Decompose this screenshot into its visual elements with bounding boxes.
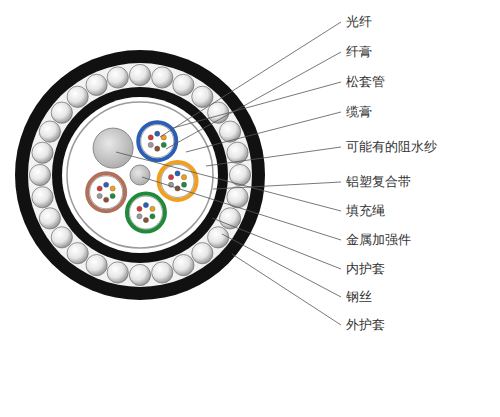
steel-wire	[219, 208, 240, 229]
fibre	[104, 197, 109, 202]
steel-wires	[29, 64, 250, 285]
part-label: 缆膏	[345, 104, 373, 120]
part-label: 铝塑复合带	[345, 174, 412, 190]
fibre	[143, 217, 148, 222]
fibre	[110, 186, 115, 191]
fibre	[175, 171, 180, 176]
steel-wire	[173, 254, 194, 275]
steel-wire	[86, 254, 107, 275]
part-label: 松套管	[345, 74, 386, 90]
fibre	[150, 214, 155, 219]
part-label: 外护套	[345, 317, 386, 333]
part-label: 内护套	[345, 261, 386, 277]
loose-tubes	[87, 122, 196, 231]
tube-inner-edge	[141, 125, 174, 158]
fibre	[137, 206, 142, 211]
steel-wire	[129, 264, 150, 285]
steel-wire	[192, 243, 213, 264]
steel-wire	[39, 121, 60, 142]
steel-wire	[32, 187, 53, 208]
armour-layer	[28, 63, 252, 287]
loose-tube	[159, 162, 197, 200]
part-label: 钢丝	[345, 289, 373, 305]
steel-wire	[192, 86, 213, 107]
part-label: 可能有的阻水纱	[345, 139, 438, 155]
fibre	[97, 193, 102, 198]
fibre	[155, 146, 160, 151]
steel-wire	[107, 262, 128, 283]
steel-wire	[107, 67, 128, 88]
fibre	[110, 193, 115, 198]
tube-inner-edge	[129, 196, 162, 229]
fibre	[150, 206, 155, 211]
core-space	[62, 97, 218, 253]
steel-wire	[51, 227, 72, 248]
steel-wire	[51, 102, 72, 123]
fibre	[137, 214, 142, 219]
steel-wire	[152, 67, 173, 88]
part-label: 光纤	[345, 14, 373, 30]
steel-wire	[67, 243, 88, 264]
fibre	[143, 202, 148, 207]
strength-member	[130, 165, 150, 185]
steel-wire	[39, 208, 60, 229]
fibre	[161, 142, 166, 147]
fibre	[148, 135, 153, 140]
fibre	[181, 182, 186, 187]
steel-wire	[86, 74, 107, 95]
steel-wire	[29, 164, 50, 185]
steel-wire	[173, 74, 194, 95]
filler-rope	[93, 128, 133, 168]
part-label: 填充绳	[345, 203, 386, 219]
part-label: 金属加强件	[345, 232, 412, 248]
steel-wire	[152, 262, 173, 283]
tube-inner-edge	[161, 164, 194, 197]
fibre	[104, 182, 109, 187]
loose-tube	[87, 173, 125, 211]
outer-sheath	[15, 50, 265, 300]
loose-tube	[127, 194, 165, 232]
fibre	[97, 186, 102, 191]
aluminium-tape	[67, 102, 213, 248]
fibre	[168, 175, 173, 180]
part-label: 纤膏	[345, 44, 373, 60]
leader-lines	[116, 22, 341, 325]
steel-wire	[67, 86, 88, 107]
loose-tube	[138, 122, 176, 160]
tube-inner-edge	[90, 176, 123, 209]
inner-sheath	[52, 87, 228, 263]
steel-wire	[208, 227, 229, 248]
fibre	[181, 175, 186, 180]
steel-wire	[129, 64, 150, 85]
steel-wire	[32, 142, 53, 163]
fibre	[155, 131, 160, 136]
fibre	[148, 142, 153, 147]
